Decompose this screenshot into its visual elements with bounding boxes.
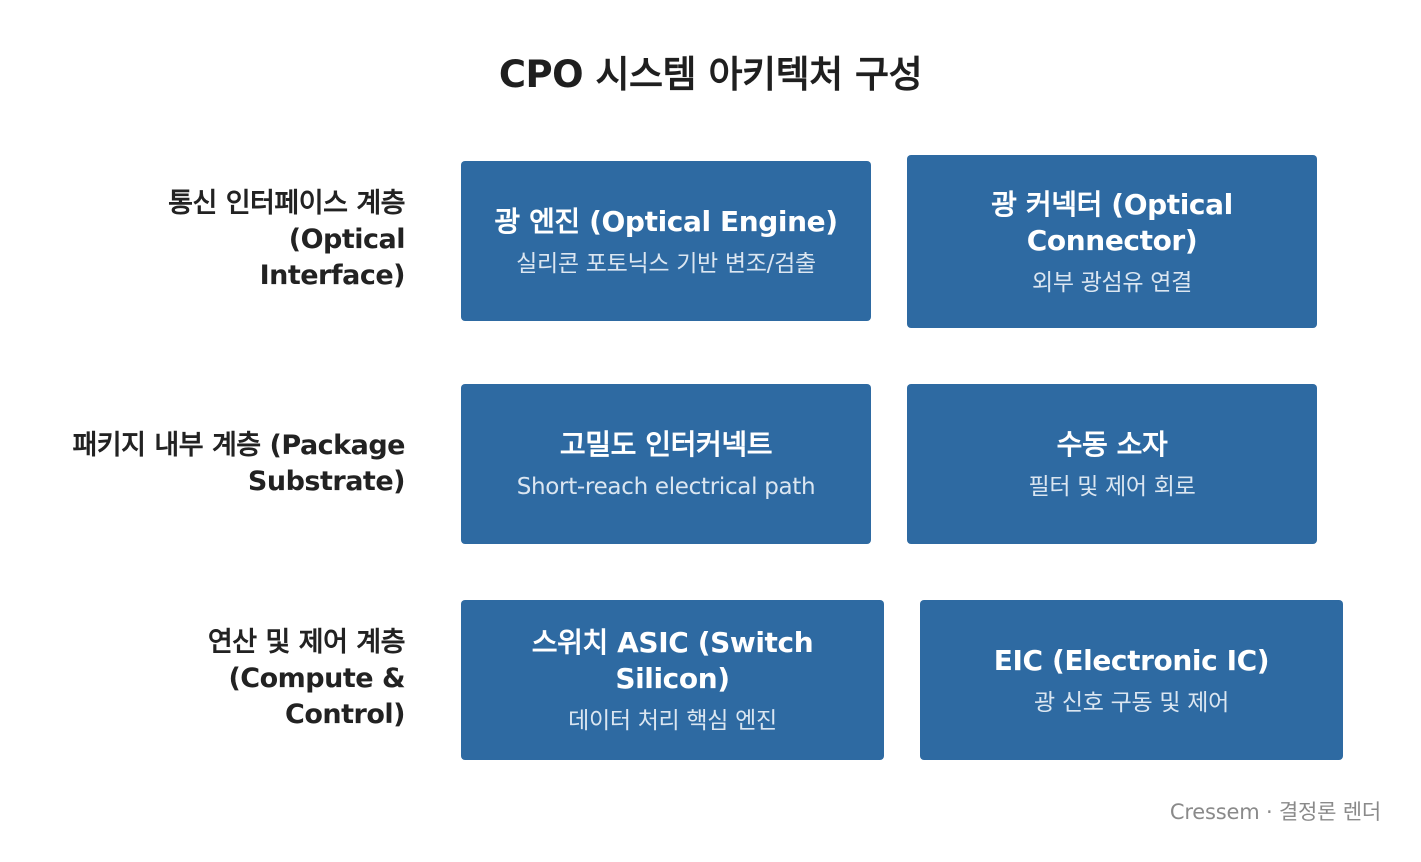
component-title: 스위치 ASIC (Switch Silicon) — [531, 626, 814, 695]
component-eic: EIC (Electronic IC) 광 신호 구동 및 제어 — [920, 600, 1343, 760]
component-title: 고밀도 인터커넥트 — [559, 428, 773, 461]
diagram-title: CPO 시스템 아키텍처 구성 — [498, 53, 923, 96]
component-passive-devices: 수동 소자 필터 및 제어 회로 — [907, 384, 1317, 544]
component-title: 수동 소자 — [1056, 428, 1168, 461]
component-optical-engine: 광 엔진 (Optical Engine) 실리콘 포토닉스 기반 변조/검출 — [461, 161, 871, 321]
component-subtitle: 데이터 처리 핵심 엔진 — [568, 708, 777, 734]
layer-label-compute-control: 연산 및 제어 계층 (Compute & Control) — [207, 627, 406, 730]
layer-label-optical-interface: 통신 인터페이스 계층 (Optical Interface) — [168, 188, 405, 291]
component-subtitle: 필터 및 제어 회로 — [1028, 474, 1196, 500]
component-subtitle: 광 신호 구동 및 제어 — [1034, 690, 1229, 716]
component-title: 광 커넥터 (Optical Connector) — [991, 187, 1233, 257]
footer-credit: Cressem · 결정론 렌더 — [1169, 800, 1381, 824]
component-optical-connector: 광 커넥터 (Optical Connector) 외부 광섬유 연결 — [907, 155, 1317, 328]
component-subtitle: 실리콘 포토닉스 기반 변조/검출 — [516, 251, 816, 277]
component-switch-asic: 스위치 ASIC (Switch Silicon) 데이터 처리 핵심 엔진 — [461, 600, 884, 760]
component-title: EIC (Electronic IC) — [993, 644, 1270, 677]
component-subtitle: 외부 광섬유 연결 — [1031, 269, 1193, 296]
component-title: 광 엔진 (Optical Engine) — [494, 205, 838, 238]
layer-label-package-substrate: 패키지 내부 계층 (Package Substrate) — [72, 430, 405, 497]
component-high-density-interconnect: 고밀도 인터커넥트 Short-reach electrical path — [461, 384, 871, 544]
component-subtitle: Short-reach electrical path — [516, 474, 816, 500]
